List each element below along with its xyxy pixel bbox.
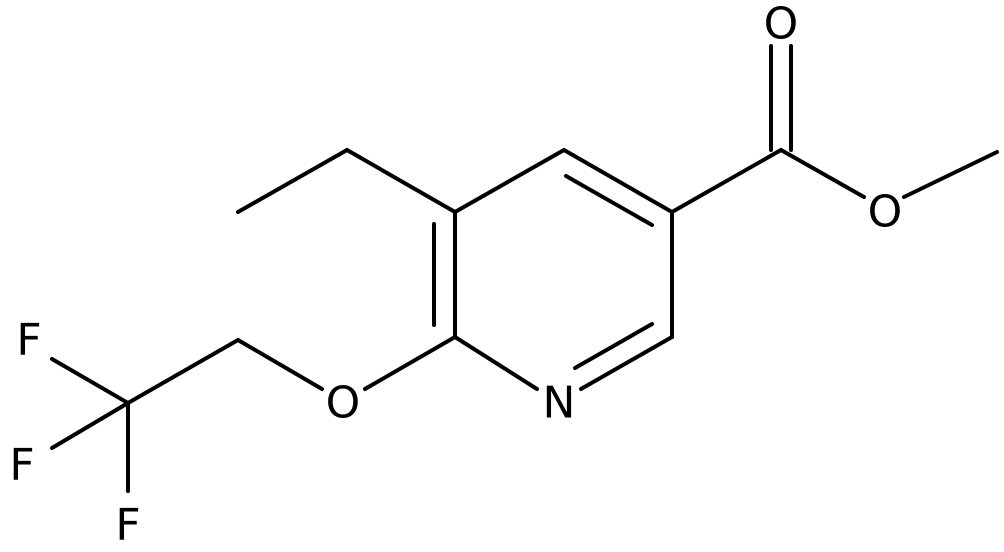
ring-bond-c4-c5: [562, 148, 674, 214]
ring-nitrogen-label: N: [543, 378, 576, 429]
bond-cf3-f-top: [50, 357, 130, 405]
trifluoroethoxy-group: [50, 335, 457, 493]
ring-bond-c4-c5-inner: [564, 174, 654, 227]
fluorine-bottom-label: F: [115, 500, 140, 551]
pyridine-ring: [432, 148, 674, 391]
ethyl-bond-2: [236, 148, 349, 214]
ether-bond-oxygen-ch2: [236, 338, 324, 391]
ester-bond-carbonyl-oxygen: [779, 148, 866, 199]
ethyl-bond-1: [345, 148, 457, 214]
ring-bond-c3-c4: [453, 148, 566, 214]
ester-bond-ring-carbonyl: [670, 148, 783, 214]
ether-oxygen-label: O: [326, 378, 361, 429]
ester-bond-oxygen-methyl: [902, 150, 999, 199]
atom-labels: O O N O F F F: [9, 0, 902, 551]
ethyl-group: [236, 148, 457, 214]
ether-bond-ring-oxygen: [363, 335, 457, 391]
fluorine-middle-label: F: [9, 440, 34, 491]
carbonyl-oxygen-label: O: [764, 0, 799, 50]
bond-ch2-cf3: [126, 338, 240, 405]
ring-bond-n-c2: [453, 335, 539, 391]
ester-oxygen-label: O: [868, 187, 903, 238]
ring-bond-c6-n-inner: [573, 322, 654, 370]
ring-bond-c6-n: [579, 335, 674, 391]
methyl-ester-group: [670, 44, 999, 214]
fluorine-top-label: F: [16, 315, 41, 366]
bond-cf3-f-middle: [50, 401, 130, 450]
